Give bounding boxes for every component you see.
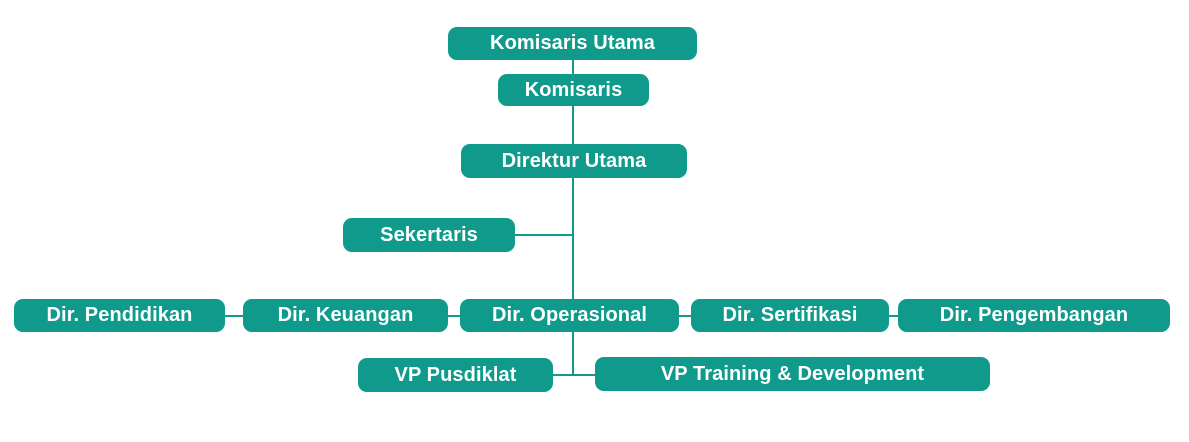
node-dir-sertifikasi: Dir. Sertifikasi [691,299,889,332]
node-vp-pusdiklat: VP Pusdiklat [358,358,553,392]
node-komisaris-utama: Komisaris Utama [448,27,697,60]
node-dir-operasional: Dir. Operasional [460,299,679,332]
node-direktur-utama: Direktur Utama [461,144,687,178]
node-vp-training-development: VP Training & Development [595,357,990,391]
node-dir-pendidikan: Dir. Pendidikan [14,299,225,332]
node-dir-keuangan: Dir. Keuangan [243,299,448,332]
node-sekertaris: Sekertaris [343,218,515,252]
node-dir-pengembangan: Dir. Pengembangan [898,299,1170,332]
node-komisaris: Komisaris [498,74,649,106]
